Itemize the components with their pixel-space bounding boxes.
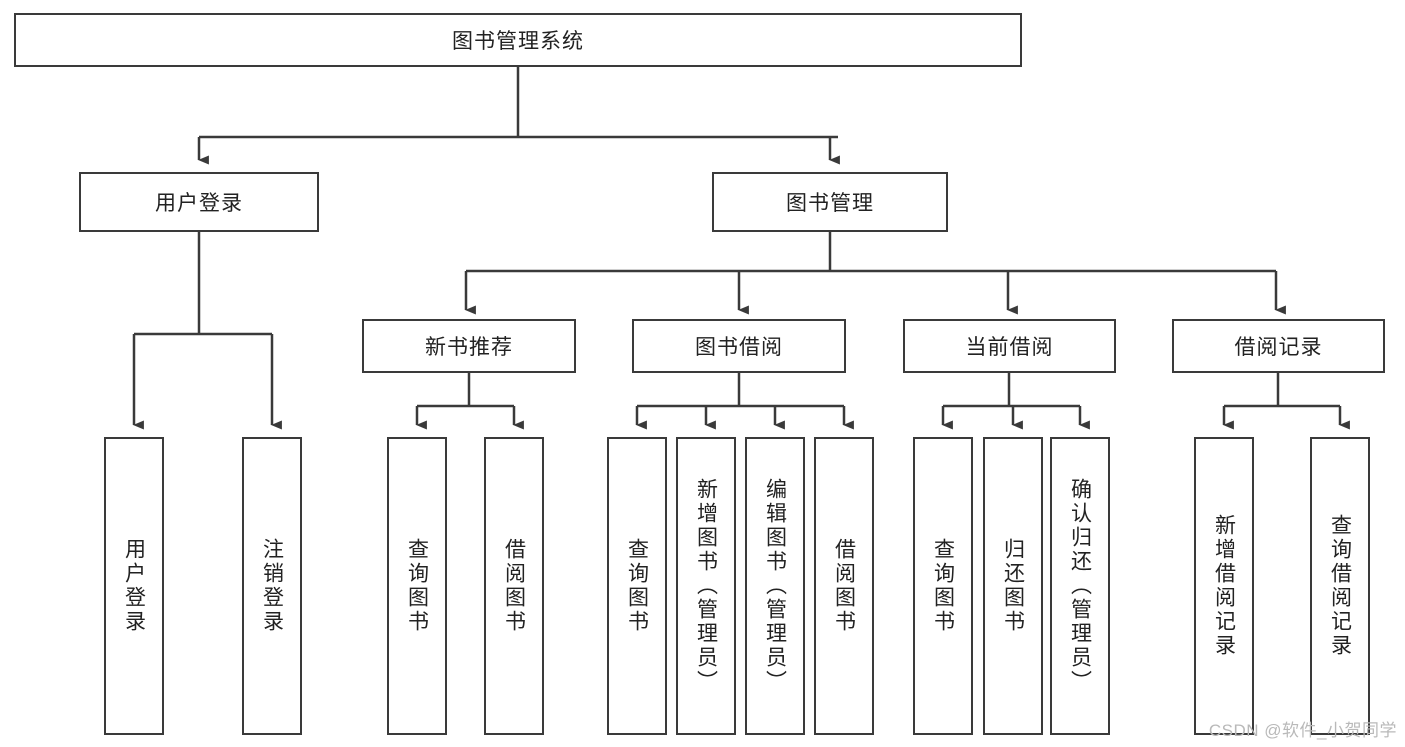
node-new-book-rec[interactable]: 新书推荐: [362, 319, 576, 373]
node-current-borrow[interactable]: 当前借阅: [903, 319, 1116, 373]
node-book-manage[interactable]: 图书管理: [712, 172, 948, 232]
node-borrow-record[interactable]: 借阅记录: [1172, 319, 1385, 373]
leaf-query-book-2[interactable]: 查询图书: [607, 437, 667, 735]
leaf-logout[interactable]: 注销登录: [242, 437, 302, 735]
leaf-query-book-1[interactable]: 查询图书: [387, 437, 447, 735]
leaf-confirm-return[interactable]: 确认归还（管理员）: [1050, 437, 1110, 735]
leaf-add-book[interactable]: 新增图书（管理员）: [676, 437, 736, 735]
leaf-edit-book[interactable]: 编辑图书（管理员）: [745, 437, 805, 735]
node-root[interactable]: 图书管理系统: [14, 13, 1022, 67]
leaf-query-record[interactable]: 查询借阅记录: [1310, 437, 1370, 735]
leaf-user-login[interactable]: 用户登录: [104, 437, 164, 735]
leaf-borrow-book-2[interactable]: 借阅图书: [814, 437, 874, 735]
csdn-watermark: CSDN @软件_小贺同学: [1208, 721, 1397, 740]
leaf-return-book[interactable]: 归还图书: [983, 437, 1043, 735]
leaf-query-book-3[interactable]: 查询图书: [913, 437, 973, 735]
node-book-borrow[interactable]: 图书借阅: [632, 319, 846, 373]
node-user-login[interactable]: 用户登录: [79, 172, 319, 232]
leaf-add-record[interactable]: 新增借阅记录: [1194, 437, 1254, 735]
leaf-borrow-book-1[interactable]: 借阅图书: [484, 437, 544, 735]
